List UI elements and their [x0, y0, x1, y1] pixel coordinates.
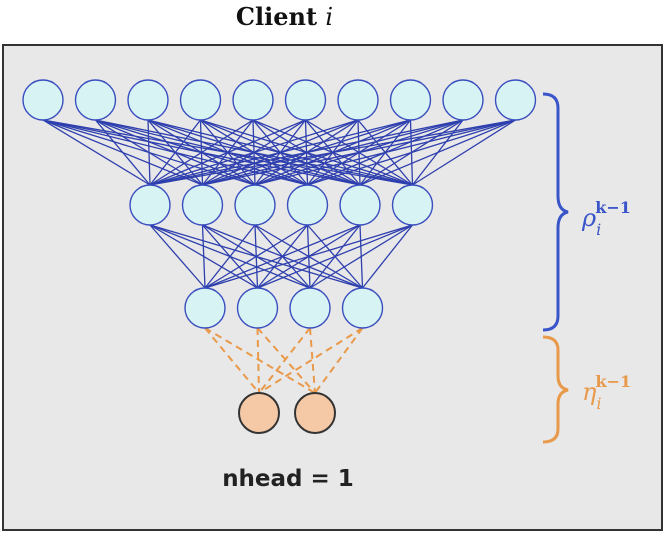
edge-input-layer-9-to-4 — [359, 119, 516, 186]
edge-hidden-layer-1-5-to-1 — [257, 224, 413, 289]
edges-group — [42, 119, 516, 394]
nhead-caption: nhead = 1 — [222, 466, 354, 492]
hidden-layer-1-node-3 — [286, 184, 329, 226]
head-layer-node-0 — [238, 392, 280, 434]
head-layer-node-1 — [294, 392, 336, 434]
edge-hidden-layer-2-1-to-1 — [256, 327, 316, 394]
head-parameter-label: ηi k−1 — [582, 372, 631, 413]
title-text: Client — [235, 2, 318, 31]
head-subscript: i — [596, 394, 601, 413]
title-variable: i — [325, 3, 334, 31]
hidden-layer-2-node-3 — [341, 287, 384, 329]
edge-input-layer-9-to-2 — [254, 119, 516, 186]
body-subscript: i — [596, 220, 601, 239]
edge-input-layer-9-to-0 — [149, 119, 516, 186]
input-layer-node-0 — [22, 79, 64, 121]
edge-hidden-layer-2-3-to-1 — [314, 327, 364, 394]
edge-hidden-layer-1-1-to-0 — [201, 224, 206, 289]
head-brace — [542, 335, 569, 444]
edge-hidden-layer-1-3-to-0 — [204, 224, 308, 289]
hidden-layer-2-node-1 — [236, 287, 279, 329]
edge-hidden-layer-2-2-to-1 — [309, 327, 316, 394]
hidden-layer-1-node-2 — [234, 184, 276, 226]
input-layer-node-6 — [337, 79, 379, 121]
edge-hidden-layer-1-5-to-0 — [204, 224, 413, 289]
input-layer-node-9 — [494, 79, 537, 121]
hidden-layer-2-node-0 — [184, 287, 226, 329]
edge-hidden-layer-2-1-to-0 — [256, 327, 260, 394]
hidden-layer-1-node-0 — [129, 184, 171, 226]
edge-hidden-layer-1-5-to-2 — [309, 224, 413, 289]
hidden-layer-2-node-2 — [289, 287, 331, 329]
braces-group: ρik−1 ηik−1 — [542, 92, 631, 444]
edge-input-layer-1-to-0 — [95, 119, 151, 186]
edge-input-layer-8-to-0 — [149, 119, 464, 186]
edge-input-layer-5-to-0 — [149, 119, 306, 186]
input-layer-node-2 — [127, 79, 169, 121]
body-symbol: ρ — [581, 204, 596, 232]
input-layer-node-1 — [74, 79, 117, 121]
input-layer-node-3 — [179, 79, 222, 121]
edge-input-layer-4-to-0 — [149, 119, 254, 186]
body-brace — [542, 92, 569, 332]
diagram-title: Client i — [0, 2, 569, 31]
edge-input-layer-9-to-5 — [412, 119, 516, 186]
edge-hidden-layer-2-0-to-0 — [204, 327, 260, 394]
nodes-group — [22, 79, 537, 434]
edge-input-layer-7-to-0 — [149, 119, 411, 186]
edge-hidden-layer-1-4-to-0 — [204, 224, 361, 289]
head-superscript: k−1 — [596, 372, 632, 391]
input-layer-node-5 — [284, 79, 327, 121]
edge-input-layer-2-to-0 — [147, 119, 151, 186]
hidden-layer-1-node-5 — [391, 184, 434, 226]
edge-hidden-layer-2-3-to-0 — [258, 327, 364, 394]
edge-hidden-layer-1-5-to-3 — [361, 224, 414, 289]
edge-input-layer-9-to-1 — [202, 119, 516, 186]
body-parameter-label: ρi k−1 — [581, 198, 631, 239]
edge-hidden-layer-1-0-to-0 — [149, 224, 206, 289]
body-superscript: k−1 — [595, 198, 631, 217]
edge-input-layer-9-to-3 — [307, 119, 516, 186]
hidden-layer-1-node-1 — [181, 184, 224, 226]
input-layer-node-8 — [442, 79, 484, 121]
input-layer-node-4 — [232, 79, 274, 121]
edge-input-layer-3-to-0 — [149, 119, 202, 186]
edge-hidden-layer-1-2-to-0 — [204, 224, 256, 289]
edge-hidden-layer-2-2-to-0 — [258, 327, 311, 394]
input-layer-node-7 — [389, 79, 432, 121]
hidden-layer-1-node-4 — [339, 184, 381, 226]
edge-input-layer-0-to-0 — [42, 119, 151, 186]
head-symbol: η — [582, 378, 597, 406]
edge-input-layer-6-to-0 — [149, 119, 359, 186]
edge-hidden-layer-2-0-to-1 — [204, 327, 316, 394]
